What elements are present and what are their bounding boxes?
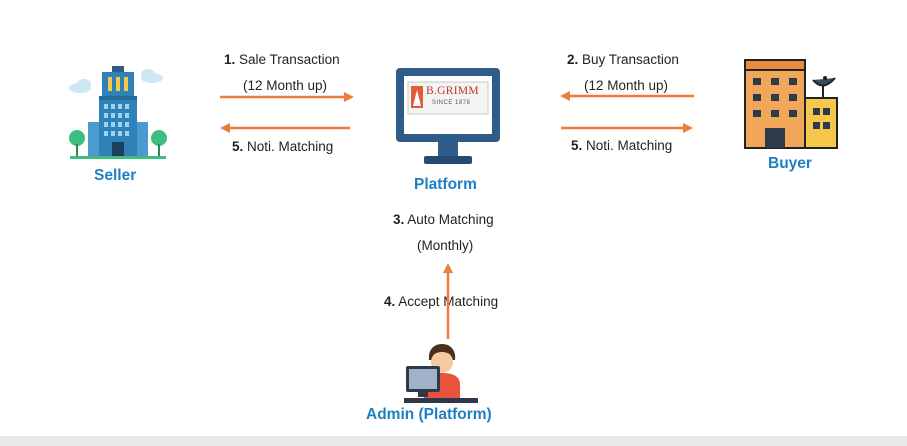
buy-arrow [560, 91, 694, 101]
step-5-right-text: Noti. Matching [586, 138, 673, 153]
step-2-number: 2. [567, 52, 579, 67]
step-1-label: 1. Sale Transaction [224, 52, 340, 67]
buyer-label: Buyer [768, 155, 812, 172]
noti-left-arrow [220, 123, 350, 133]
admin-person-icon [404, 344, 478, 403]
sale-arrow [220, 92, 354, 102]
step-1-number: 1. [224, 52, 236, 67]
seller-label: Seller [94, 167, 137, 184]
step-5-right-label: 5. Noti. Matching [571, 138, 672, 153]
platform-logo-tagline: SINCE 1878 [432, 100, 471, 106]
platform-logo-brand: B.GRIMM [426, 85, 479, 97]
buyer-building-icon [744, 59, 838, 149]
step-2-sub: (12 Month up) [584, 78, 669, 93]
step-1-sub: (12 Month up) [243, 78, 328, 93]
step-2-text: Buy Transaction [582, 52, 679, 67]
admin-label: Admin (Platform) [366, 406, 492, 423]
platform-monitor-icon [396, 68, 500, 164]
step-4-number: 4. [384, 294, 396, 309]
step-2-label: 2. Buy Transaction [567, 52, 679, 67]
step-3-text: Auto Matching [407, 212, 494, 227]
platform-label: Platform [414, 176, 477, 193]
step-5-left-label: 5. Noti. Matching [232, 139, 333, 154]
step-3-number: 3. [393, 212, 405, 227]
step-1-text: Sale Transaction [239, 52, 340, 67]
step-5-left-number: 5. [232, 139, 244, 154]
step-3-label: 3. Auto Matching [393, 212, 494, 227]
accept-arrow [443, 263, 453, 339]
step-3-sub: (Monthly) [417, 238, 474, 253]
seller-building-icon [69, 66, 167, 159]
step-5-left-text: Noti. Matching [247, 139, 334, 154]
step-5-right-number: 5. [571, 138, 583, 153]
noti-right-arrow [561, 123, 693, 133]
bottom-bar [0, 436, 907, 446]
